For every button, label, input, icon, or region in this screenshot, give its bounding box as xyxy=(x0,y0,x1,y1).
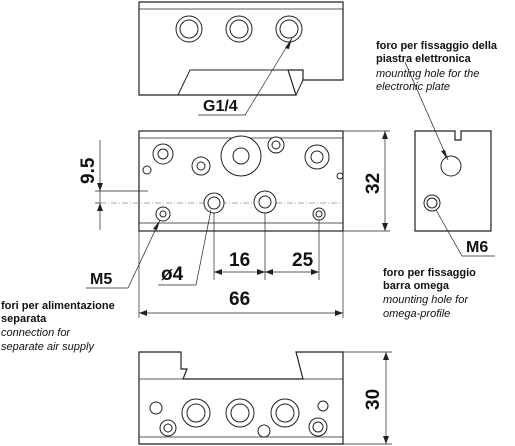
electronic-plate-leader xyxy=(404,61,449,161)
dim-25-label: 25 xyxy=(292,250,314,271)
svg-text:fori per alimentazione: fori per alimentazione xyxy=(1,300,115,312)
dim-66-arrow-right xyxy=(335,310,343,316)
top-view-ports xyxy=(175,15,303,43)
side-view-outline xyxy=(414,130,492,232)
front-view: 9.5 32 66 16 25 ø4 M5 xyxy=(78,130,390,318)
side-view: M6 xyxy=(404,61,495,257)
top-view: G1/4 xyxy=(138,1,344,116)
svg-text:electronic plate: electronic plate xyxy=(376,81,450,93)
dim-m5-leader xyxy=(127,219,161,289)
dim-32-label: 32 xyxy=(363,173,384,194)
thread-leader-line xyxy=(244,37,293,116)
electronic-plate-arrow xyxy=(441,150,448,160)
note-omega: foro per fissaggio barra omega mounting … xyxy=(383,267,476,320)
svg-text:omega-profile: omega-profile xyxy=(383,308,450,320)
dim-25-arrow-left xyxy=(265,269,273,275)
note-air-supply: fori per alimentazione separata connecti… xyxy=(1,300,115,353)
front-view-holes xyxy=(142,135,344,222)
dim-9-5-arrow-bottom xyxy=(97,203,103,211)
top-view-slot xyxy=(177,69,288,96)
dim-16-arrow-left xyxy=(214,269,222,275)
dim-66-label: 66 xyxy=(229,289,250,310)
dim-30-arrow-bottom xyxy=(383,436,389,444)
svg-text:barra omega: barra omega xyxy=(383,280,450,292)
svg-text:piastra elettronica: piastra elettronica xyxy=(376,53,472,65)
svg-text:foro per fissaggio della: foro per fissaggio della xyxy=(376,40,498,52)
dim-9-5-arrow-top xyxy=(97,183,103,191)
dim-25-arrow-right xyxy=(311,269,319,275)
svg-text:mounting hole for: mounting hole for xyxy=(383,294,469,306)
svg-text:connection for: connection for xyxy=(1,327,71,339)
dim-16-label: 16 xyxy=(229,250,250,271)
side-view-hole-upper xyxy=(440,155,462,177)
bottom-view-ports xyxy=(149,398,329,438)
dim-30-arrow-top xyxy=(383,352,389,360)
svg-text:separata: separata xyxy=(1,313,47,325)
thread-leader-arrow xyxy=(285,38,292,49)
dim-m6-leader xyxy=(435,209,463,257)
dim-32-arrow-top xyxy=(382,131,388,139)
svg-text:mounting hole for the: mounting hole for the xyxy=(376,68,479,80)
dim-m5-arrow xyxy=(153,220,160,230)
svg-text:separate air supply: separate air supply xyxy=(1,341,95,353)
dim-dia4-leader xyxy=(195,209,212,286)
dim-dia4-label: ø4 xyxy=(161,264,184,285)
dim-9-5-label: 9.5 xyxy=(78,157,99,184)
bottom-view: 30 xyxy=(138,351,392,445)
dim-30-label: 30 xyxy=(363,389,384,410)
top-view-slot-edge xyxy=(295,79,304,96)
dim-m5-label: M5 xyxy=(90,271,112,288)
dim-m6-label: M6 xyxy=(466,239,488,256)
dim-32-arrow-bottom xyxy=(382,223,388,231)
dim-66-arrow-left xyxy=(139,310,147,316)
thread-g14-label: G1/4 xyxy=(203,98,238,115)
svg-text:foro per fissaggio: foro per fissaggio xyxy=(383,267,476,279)
note-electronic-plate: foro per fissaggio della piastra elettro… xyxy=(376,40,498,93)
dim-16-arrow-right xyxy=(257,269,265,275)
